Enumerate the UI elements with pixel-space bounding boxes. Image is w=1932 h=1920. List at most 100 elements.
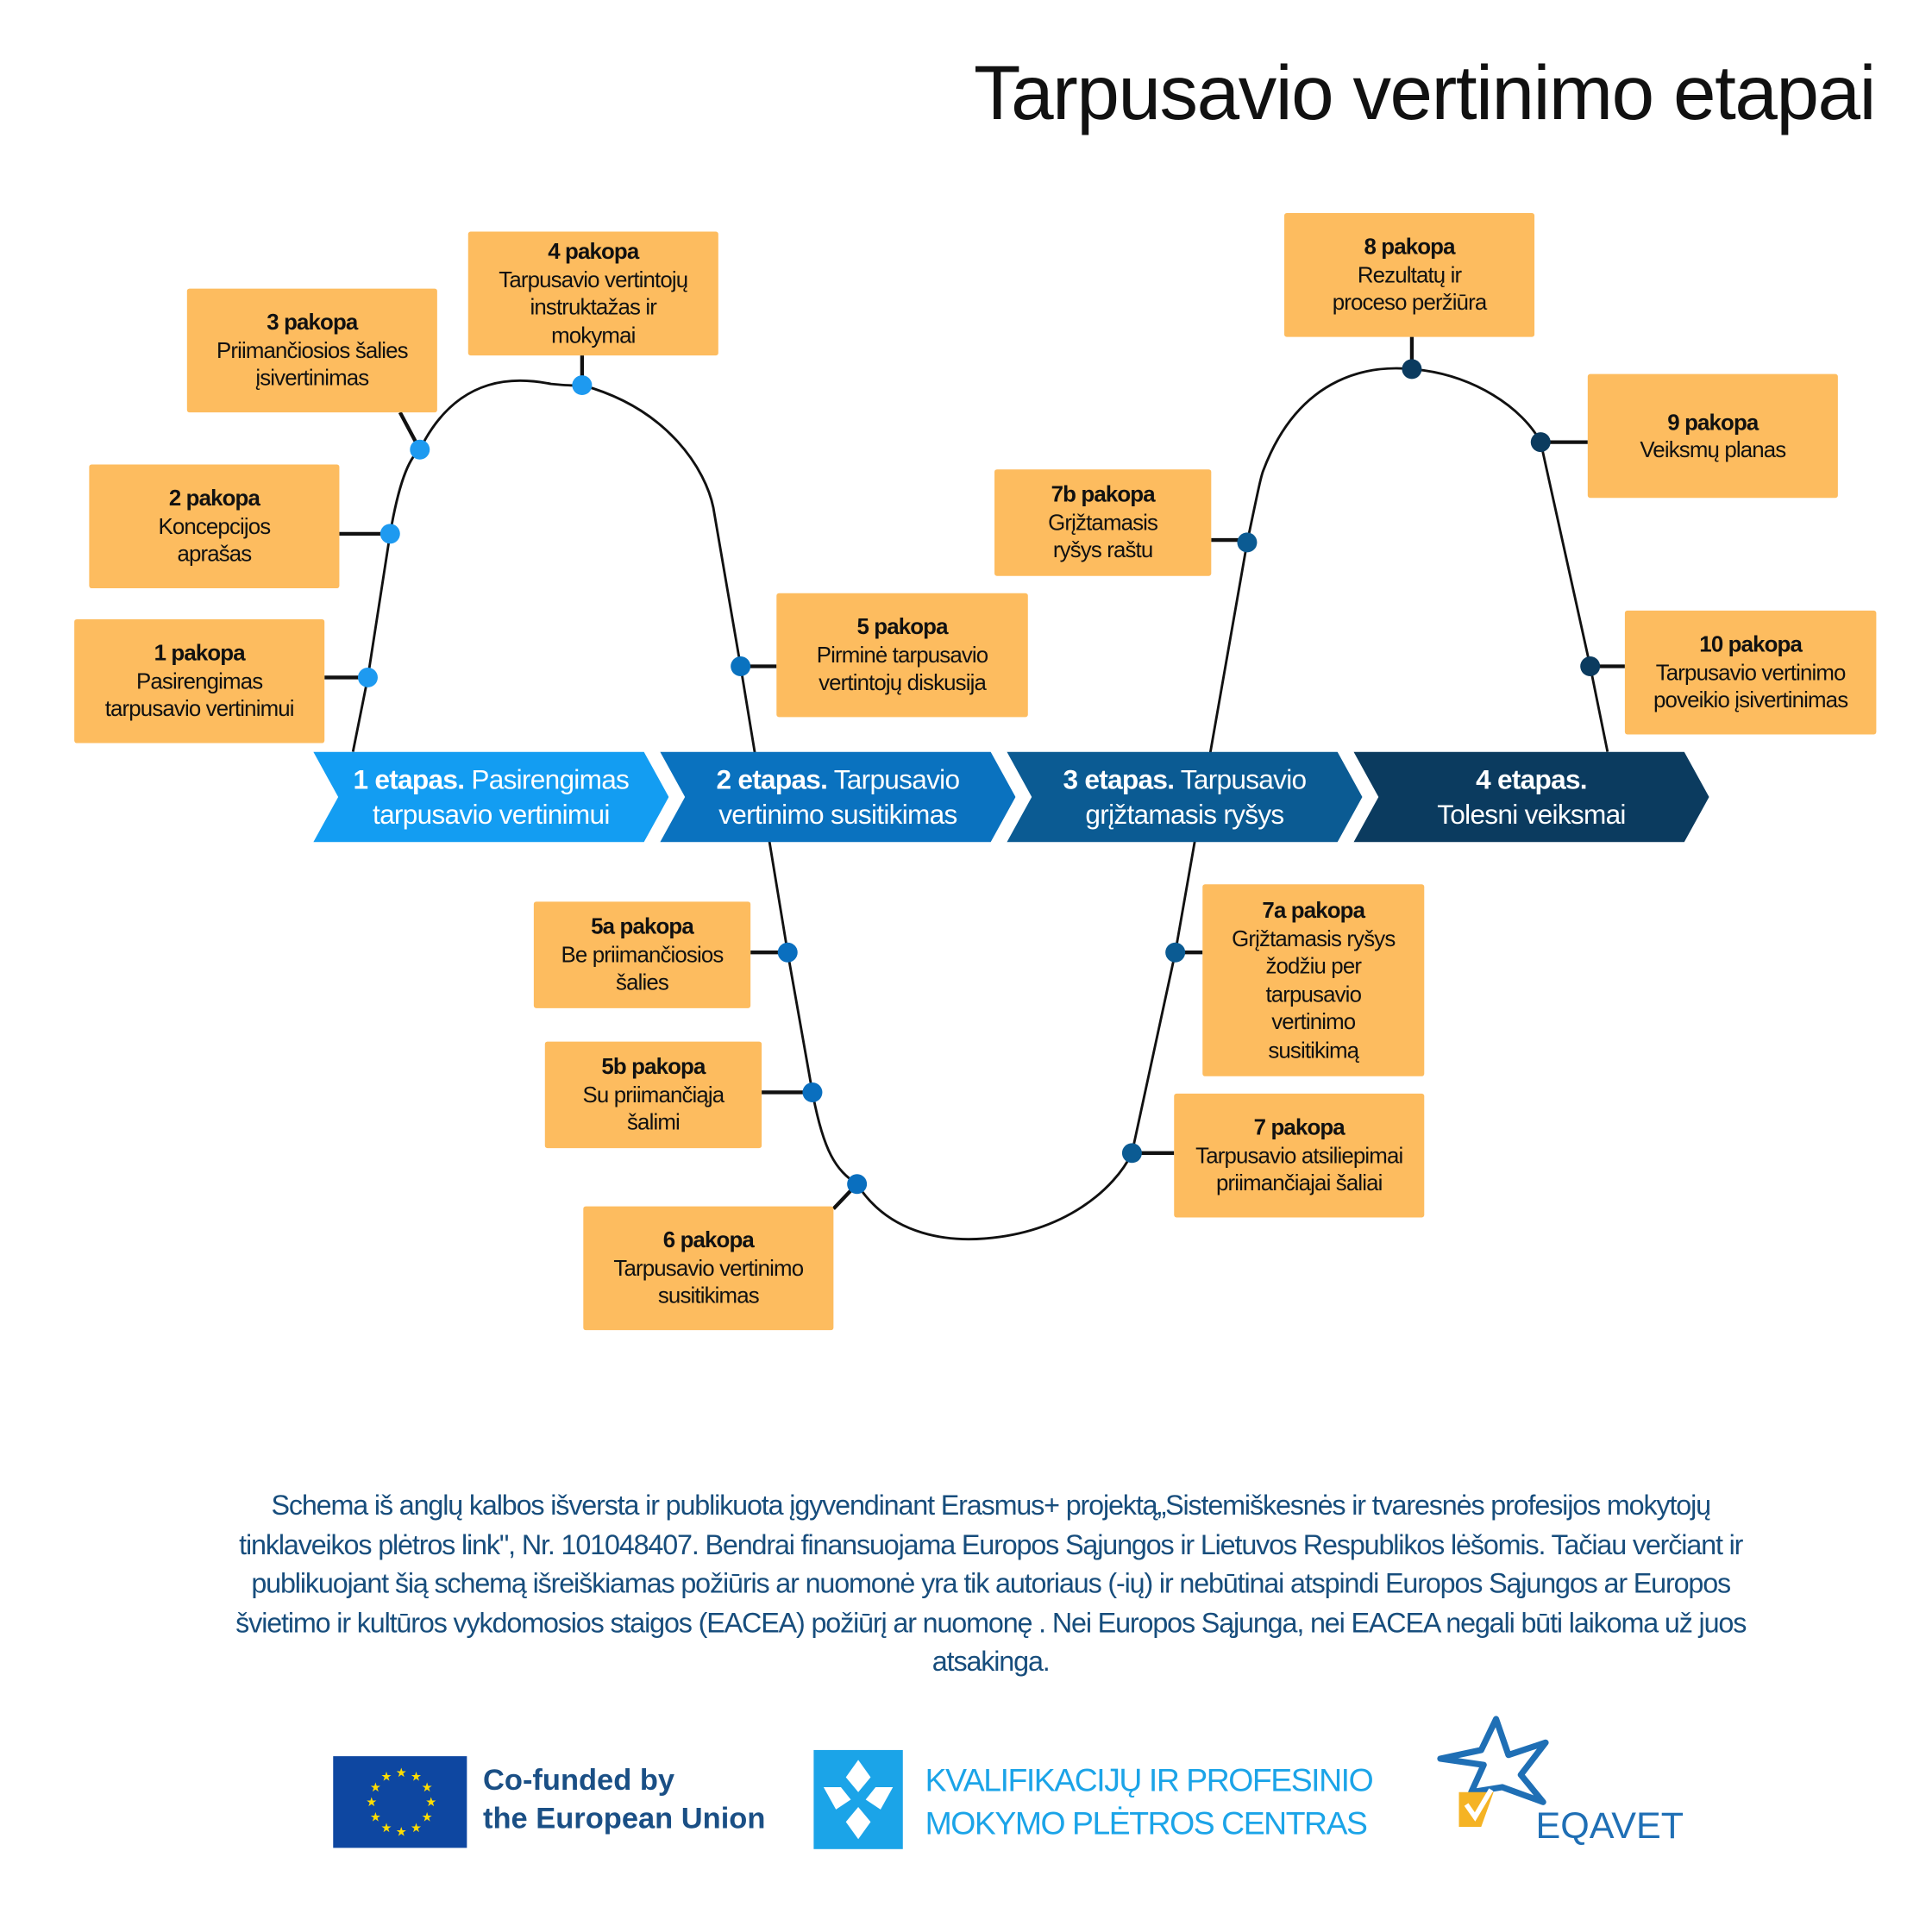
step-text: Tarpusavio vertintojų (499, 267, 688, 292)
step-text: Pirminė tarpusavio (816, 642, 988, 668)
stage-label: 1 etapas. (353, 763, 465, 795)
step-text: tarpusavio (1265, 981, 1362, 1007)
dot-step-2 (380, 524, 400, 544)
stage-text: vertinimo susitikimas (718, 798, 957, 830)
step-label: 5b pakopa (601, 1054, 706, 1080)
step-text: šalimi (626, 1109, 681, 1135)
eqavet-star-icon (1437, 1716, 1549, 1827)
stage-label: 3 etapas. (1063, 763, 1175, 795)
step-text: proceso peržiūra (1332, 290, 1488, 316)
eu-star-icon: ★ (396, 1826, 407, 1840)
eu-star-icon: ★ (381, 1770, 392, 1784)
dot-step-5a (777, 942, 798, 963)
step-text: priimančiajai šaliai (1216, 1170, 1383, 1196)
step-label: 2 pakopa (168, 486, 260, 511)
step-label: 7 pakopa (1253, 1114, 1346, 1140)
process-curve (351, 367, 1609, 1241)
dot-step-3 (410, 439, 430, 460)
kpc-text-line: KVALIFIKACIJŲ IR PROFESINIO (925, 1760, 1374, 1798)
stage-text: Pasirengimas (471, 763, 630, 795)
stage-label: 4 etapas. (1476, 763, 1587, 795)
step-text: mokymai (551, 323, 636, 348)
eu-star-icon: ★ (366, 1796, 377, 1810)
dot-step-7 (1121, 1143, 1142, 1164)
dot-step-7a (1165, 942, 1186, 963)
eu-flag-logo: ★★★★★★★★★★★★ (333, 1756, 467, 1848)
step-text: Be priimančiosios (561, 942, 724, 968)
step-text: susitikimą (1268, 1037, 1359, 1063)
dot-step-7b (1237, 532, 1258, 553)
step-text: Veiksmų planas (1640, 436, 1786, 462)
dot-step-4 (572, 375, 593, 396)
step-text: ryšys raštu (1052, 537, 1153, 563)
step-label: 5 pakopa (856, 614, 948, 640)
step-text: Su priimančiąja (582, 1082, 725, 1107)
step-label: 6 pakopa (662, 1227, 755, 1253)
step-text: Grįžtamasis ryšys (1232, 925, 1396, 951)
eqavet-text: EQAVET (1535, 1805, 1684, 1847)
step-label: 7b pakopa (1051, 481, 1156, 507)
eu-star-icon: ★ (425, 1796, 436, 1810)
eu-cofunded-text: Co-funded by the European Union (483, 1761, 765, 1838)
kpc-text: KVALIFIKACIJŲ IR PROFESINIO MOKYMO PLĖTR… (925, 1759, 1374, 1846)
step-text: šalies (616, 969, 669, 995)
stage-4: 4 etapas. Tolesni veiksmai (1353, 751, 1709, 843)
step-text: instruktažas ir (530, 294, 657, 320)
step-text: įsivertinimas (255, 365, 369, 391)
eu-stars-icon: ★★★★★★★★★★★★ (366, 1766, 436, 1840)
eu-text-line: Co-funded by (483, 1763, 675, 1798)
dot-step-5b (802, 1082, 823, 1102)
dot-step-10 (1580, 656, 1601, 677)
eu-star-icon: ★ (411, 1770, 422, 1784)
stage-text: Tarpusavio (833, 763, 960, 795)
step-label: 1 pakopa (154, 640, 246, 666)
stage-text: tarpusavio vertinimui (373, 798, 610, 830)
disclaimer-text: Schema iš anglų kalbos išversta ir publi… (235, 1490, 1747, 1678)
step-label: 5a pakopa (591, 914, 694, 939)
step-text: vertinimo (1271, 1009, 1356, 1034)
stage-text: Tolesni veiksmai (1437, 798, 1626, 830)
eu-star-icon: ★ (422, 1810, 433, 1824)
kpc-text-line: MOKYMO PLĖTROS CENTRAS (925, 1804, 1368, 1842)
eu-star-icon: ★ (381, 1822, 392, 1835)
step-text: Tarpusavio vertinimo (1655, 659, 1847, 685)
eu-star-icon: ★ (370, 1781, 381, 1795)
eu-star-icon: ★ (422, 1781, 433, 1795)
step-text: Grįžtamasis (1048, 510, 1158, 535)
eu-star-icon: ★ (411, 1822, 422, 1835)
kpc-logo-icon (813, 1749, 903, 1849)
step-text: Rezultatų ir (1357, 262, 1462, 287)
dot-step-5 (731, 656, 751, 677)
step-label: 7a pakopa (1262, 898, 1365, 923)
step-text: vertintojų diskusija (819, 670, 987, 695)
step-text: Pasirengimas (136, 668, 263, 693)
step-text: Priimančiosios šalies (216, 337, 409, 363)
step-text: aprašas (177, 541, 252, 567)
stage-3: 3 etapas. Tarpusavio grįžtamasis ryšys (1007, 751, 1363, 843)
dot-step-9 (1530, 432, 1551, 453)
step-text: susitikimas (657, 1283, 760, 1308)
dot-step-1 (357, 667, 378, 687)
eu-text-line: the European Union (483, 1802, 766, 1836)
step-text: Tarpusavio vertinimo (613, 1255, 804, 1281)
stage-text: grįžtamasis ryšys (1085, 798, 1284, 830)
step-text: Tarpusavio atsiliepimai (1195, 1142, 1403, 1168)
step-label: 3 pakopa (267, 310, 358, 336)
eu-star-icon: ★ (370, 1810, 381, 1824)
stage-label: 2 etapas. (716, 763, 828, 795)
stage-1: 1 etapas. Pasirengimas tarpusavio vertin… (313, 751, 669, 843)
